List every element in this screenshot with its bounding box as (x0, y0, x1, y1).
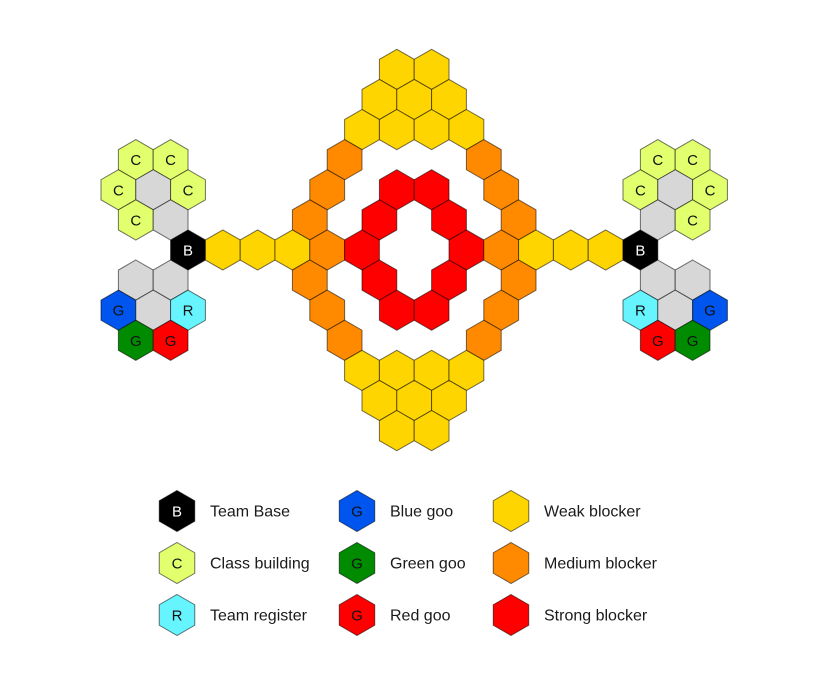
legend-item-blue: G Blue goo (338, 489, 453, 533)
legend-label: Team register (210, 608, 308, 625)
hex-letter: G (113, 303, 125, 320)
hex-letter: B (183, 243, 193, 260)
map-cell-class: C (674, 199, 711, 241)
map-cell-weak (587, 229, 624, 271)
hex-letter: R (172, 608, 183, 625)
hex-letter: C (652, 152, 663, 169)
hex-letter: C (130, 152, 141, 169)
legend-label: Weak blocker (544, 504, 641, 521)
green-hex-icon (338, 541, 376, 585)
weak-hex-icon (204, 229, 241, 271)
base-hex-icon (158, 489, 196, 533)
weak-hex-icon (492, 489, 530, 533)
legend-swatch-base: B (158, 489, 196, 533)
hex-letter: G (351, 504, 363, 521)
legend-label: Class building (210, 556, 310, 573)
weak-hex-icon (413, 409, 450, 452)
hex-letter: G (165, 333, 177, 350)
blue-hex-icon (338, 489, 376, 533)
hex-letter: R (635, 303, 646, 320)
hex-letter: G (130, 333, 142, 350)
legend-item-strong: Strong blocker (492, 593, 648, 637)
legend-swatch-medium (492, 541, 530, 585)
class-hex-icon (158, 541, 196, 585)
legend-item-register: R Team register (158, 593, 308, 637)
legend-swatch-strong (492, 593, 530, 637)
hex-letter: R (183, 303, 194, 320)
hex-letter: G (351, 556, 363, 573)
hex-letter: C (687, 152, 698, 169)
red-hex-icon (152, 319, 189, 361)
hex-letter: G (704, 303, 716, 320)
hex-letter: C (635, 182, 646, 199)
map-cell-weak (239, 229, 276, 271)
weak-hex-icon (587, 229, 624, 271)
legend-swatch-green: G (338, 541, 376, 585)
legend-swatch-weak (492, 489, 530, 533)
hex-letter: C (705, 182, 716, 199)
map-cell-strong (413, 289, 450, 331)
legend-item-medium: Medium blocker (492, 541, 658, 585)
hex-letter: C (183, 182, 194, 199)
hex-letter: C (165, 152, 176, 169)
medium-hex-icon (492, 541, 530, 585)
hex-letter: C (687, 212, 698, 229)
legend-label: Red goo (390, 608, 451, 625)
legend-swatch-blue: G (338, 489, 376, 533)
legend-label: Strong blocker (544, 608, 648, 625)
hex-letter: B (172, 504, 182, 521)
hex-letter: C (113, 182, 124, 199)
hex-letter: G (652, 333, 664, 350)
hex-letter: B (635, 243, 645, 260)
red-hex-icon (338, 593, 376, 637)
legend-item-red: G Red goo (338, 593, 451, 637)
legend-label: Medium blocker (544, 556, 658, 573)
legend-item-class: C Class building (158, 541, 310, 585)
legend-swatch-class: C (158, 541, 196, 585)
map-cell-red: G (152, 319, 189, 361)
legend-item-green: G Green goo (338, 541, 466, 585)
hex-letter: C (130, 212, 141, 229)
green-hex-icon (674, 319, 711, 361)
weak-hex-icon (552, 229, 589, 271)
hex-letter: G (687, 333, 699, 350)
legend-label: Team Base (210, 504, 290, 521)
legend-item-weak: Weak blocker (492, 489, 641, 533)
map-cell-green: G (674, 319, 711, 361)
map-cell-empty (152, 199, 189, 241)
legend-swatch-register: R (158, 593, 196, 637)
register-hex-icon (158, 593, 196, 637)
weak-hex-icon (239, 229, 276, 271)
map-cell-weak (413, 409, 450, 452)
map-cell-weak (204, 229, 241, 271)
legend-swatch-red: G (338, 593, 376, 637)
map-cell-weak (552, 229, 589, 271)
hex-letter: C (172, 556, 183, 573)
legend-label: Green goo (390, 556, 466, 573)
strong-hex-icon (492, 593, 530, 637)
legend-label: Blue goo (390, 504, 453, 521)
strong-hex-icon (413, 289, 450, 331)
hex-letter: G (351, 608, 363, 625)
legend-item-base: B Team Base (158, 489, 290, 533)
empty-hex-icon (152, 199, 189, 241)
class-hex-icon (674, 199, 711, 241)
